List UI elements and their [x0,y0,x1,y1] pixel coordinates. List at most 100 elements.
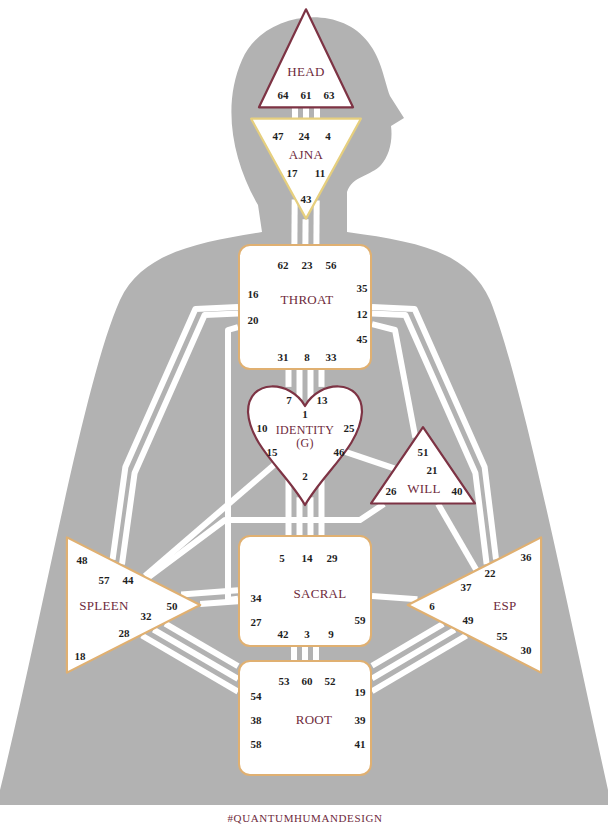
gate-number: 21 [427,464,438,476]
center-name: SACRAL [293,587,346,601]
gate-number: 19 [355,686,366,698]
energy-center: 51 21 26 WILL 40 [370,426,476,504]
gate-number: 57 [99,574,110,586]
gate-number: 10 [257,422,268,434]
gate-number: 55 [497,630,508,642]
gate-number: 34 [251,592,262,604]
energy-center: HEAD646163 [258,8,354,108]
gate-number: 47 [273,130,284,142]
channel-line [292,108,298,118]
energy-center: 3622376ESP495530 [406,536,542,674]
gate-number: 46 [334,446,345,458]
gate-number: 25 [344,422,355,434]
center-name: AJNA [289,148,323,162]
gate-number: 44 [123,574,134,586]
gate-number: 59 [355,614,366,626]
gate-number: 43 [301,193,312,205]
gate-number: 16 [248,288,259,300]
channel-line [372,624,443,666]
gate-number: 61 [301,89,312,101]
gate-number: 33 [326,351,337,363]
gate-number: 30 [521,644,532,656]
gate-number: 41 [355,738,366,750]
gate-number: 64 [278,89,289,101]
gate-number: 35 [357,282,368,294]
center-outline [371,427,475,503]
channel-line [372,307,496,559]
gate-number: 37 [461,581,472,593]
gate-number: 26 [386,485,397,497]
center-name: SPLEEN [79,599,128,613]
energy-center: 713110IDENTITY (G)2515462 [246,378,364,506]
channel-line [286,480,292,535]
channel-line [372,630,455,679]
gate-number: 39 [355,714,366,726]
gate-number: 38 [251,714,262,726]
gate-number: 53 [279,675,290,687]
gate-number: 1 [302,408,308,420]
center-name: ESP [493,599,516,613]
channel-line [228,327,238,600]
gate-number: 9 [328,628,334,640]
gate-number: 50 [167,600,178,612]
gate-number: 20 [248,314,259,326]
channel-line [372,596,417,599]
channel-line [313,201,319,244]
energy-center: 536052541938ROOT395841 [238,660,372,776]
channel-line [291,647,297,660]
channel-line [319,370,325,387]
gate-number: 3 [304,628,310,640]
center-outline [259,9,353,107]
gate-number: 11 [315,167,325,179]
center-name: ROOT [296,713,333,727]
gate-number: 17 [287,167,298,179]
center-outline [408,537,541,672]
gate-number: 54 [251,690,262,702]
watermark: #QUANTUMHUMANDESIGN [227,812,382,824]
gate-number: 4 [325,130,331,142]
gate-number: 60 [302,675,313,687]
energy-center: 62235616THROAT3520124531833 [238,244,372,370]
gate-number: 27 [251,616,262,628]
gate-number: 28 [119,627,130,639]
channel-line [200,601,238,604]
center-outline [67,537,200,672]
channel-line [319,480,325,535]
gate-number: 5 [279,552,285,564]
channel-line [303,108,309,118]
gate-number: 42 [278,628,289,640]
gate-number: 32 [141,610,152,622]
channel-line [302,219,308,244]
center-name: WILL [407,482,441,496]
gate-number: 14 [302,552,313,564]
channel-line [343,451,394,468]
energy-center: 5 14 29 34 SACRAL 27 59 42 3 9 [238,535,372,647]
channel-line [142,636,238,692]
gate-number: 29 [327,552,338,564]
channel-line [314,108,320,118]
gate-number: 58 [251,738,262,750]
gate-number: 7 [286,394,292,406]
gate-number: 48 [77,554,88,566]
center-name: IDENTITY (G) [270,424,340,450]
channel-line [438,504,476,569]
channel-line [372,313,487,564]
gate-number: 40 [452,485,463,497]
channel-line [372,636,466,692]
energy-center: 47244AJNA171143 [250,118,362,220]
gate-number: 2 [302,470,308,482]
center-name: HEAD [287,65,324,79]
gate-number: 6 [429,600,435,612]
center-name: THROAT [280,293,333,307]
gate-number: 51 [418,446,429,458]
center-outline [248,386,362,505]
energy-center: 48 57 44SPLEEN 50 32 28 18 [66,536,202,674]
gate-number: 31 [278,351,289,363]
gate-number: 23 [302,259,313,271]
gate-number: 36 [521,551,532,563]
channel-line [308,497,314,535]
gate-number: 18 [75,650,86,662]
body-silhouette [0,17,608,805]
channel-line [181,590,238,594]
